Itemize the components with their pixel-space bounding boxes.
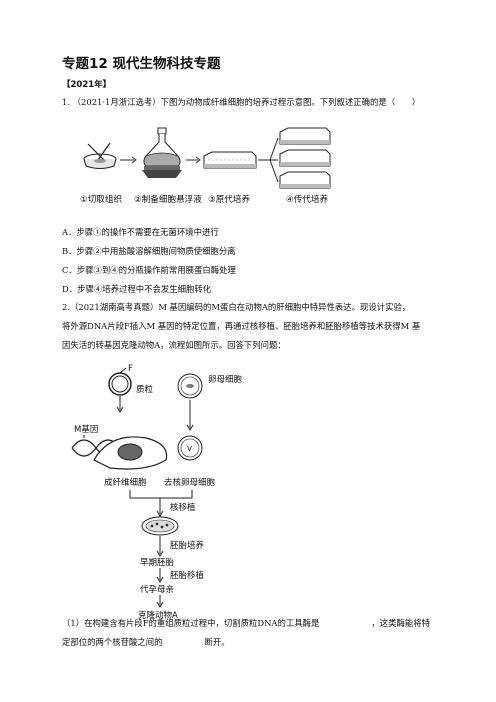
question-2-line-3: 因失活的转基因克隆动物A，流程如图所示。回答下列问题： bbox=[62, 340, 286, 350]
clone-label: 克隆动物A bbox=[138, 610, 178, 621]
question-2-sub-1: （1）在构建含有片段F的重组质粒过程中，切割质粒DNA的工具酶是，这类酶能将特 … bbox=[62, 614, 442, 652]
question-1-stem: 1. （2021·1月浙江选考）下图为动物成纤维细胞的培养过程示意图。下列叙述正… bbox=[62, 94, 442, 110]
option-a: A．步骤①的操作不需要在无菌环境中进行 bbox=[62, 227, 219, 237]
option-b: B．步骤②中用盐酸溶解细胞间物质使细胞分离 bbox=[62, 246, 236, 256]
primary-culture-bottle-icon bbox=[203, 151, 257, 169]
enucleated-egg-icon: v bbox=[177, 435, 203, 461]
option-d: D．步骤④培养过程中不会发生细胞转化 bbox=[62, 284, 212, 294]
question-1-text: （2021·1月浙江选考）下图为动物成纤维细胞的培养过程示意图。下列叙述正确的是… bbox=[72, 97, 421, 107]
surrogate-label: 代孕母亲 bbox=[140, 584, 174, 595]
svg-text:v: v bbox=[187, 444, 192, 454]
figure-cell-culture: ①切取组织 ②制备细胞悬浮液 ③原代培养 ④传代培养 bbox=[80, 127, 331, 205]
question-2-number: 2. bbox=[62, 302, 70, 312]
question-2-stem: 2.（2021湖南高考真题）M 基因编码的M蛋白在动物A的肝细胞中特异性表达。现… bbox=[62, 298, 442, 355]
embryo-transfer-label: 胚胎移植 bbox=[170, 570, 205, 581]
question-2-line-2: 将外源DNA片段F插入M 基因的特定位置，再通过核移植、胚胎培养和胚胎移植等技术… bbox=[62, 321, 421, 331]
sub-1-text-a: （1）在构建含有片段F的重组质粒过程中，切割质粒DNA的工具酶是 bbox=[62, 618, 320, 628]
option-c: C．步骤③到④的分瓶操作前常用胰蛋白酶处理 bbox=[62, 265, 236, 275]
sub-1-text-c: 定部位的两个核苷酸之间的 bbox=[62, 637, 163, 647]
m-gene-label: M基因 bbox=[74, 424, 98, 435]
nuclear-transfer-label: 核移植 bbox=[170, 502, 196, 513]
dish-cutting-icon bbox=[83, 142, 117, 169]
page-title: 专题12 现代生物科技专题 bbox=[62, 56, 221, 72]
step-1-label: ①切取组织 bbox=[80, 193, 122, 205]
year-tag: 【2021年】 bbox=[62, 80, 112, 90]
question-1-number: 1. bbox=[62, 97, 70, 107]
embryo-culture-label: 胚胎培养 bbox=[170, 540, 205, 551]
sub-1-text-b: ，这类酶能将特 bbox=[371, 618, 430, 628]
passage-culture-bottles-icon bbox=[279, 127, 331, 189]
step-4-label: ④传代培养 bbox=[286, 193, 328, 205]
fibroblast-cell-icon bbox=[93, 436, 168, 470]
sub-1-text-d: 断开。 bbox=[204, 637, 230, 647]
early-embryo-label: 早期胚胎 bbox=[140, 557, 175, 568]
egg-label: 卵母细胞 bbox=[208, 374, 243, 385]
plasmid-label: 质粒 bbox=[136, 384, 154, 395]
step-3-label: ③原代培养 bbox=[208, 193, 250, 205]
question-2-line-1: （2021湖南高考真题）M 基因编码的M蛋白在动物A的肝细胞中特异性表达。现设计… bbox=[70, 302, 411, 312]
plasmid-icon bbox=[108, 367, 132, 396]
enucleated-egg-label: 去核卵母细胞 bbox=[164, 477, 216, 488]
f-label: F bbox=[128, 364, 133, 374]
petri-dish-icon bbox=[141, 516, 179, 536]
fibroblast-label: 成纤维细胞 bbox=[104, 477, 147, 488]
figure-cloning-flowchart: F 质粒 M基因 成纤维细胞 卵母细胞 v 去核 bbox=[71, 364, 243, 621]
step-2-label: ②制备细胞悬浮液 bbox=[134, 193, 202, 205]
egg-cell-icon bbox=[177, 373, 203, 399]
flask-suspension-icon bbox=[142, 127, 182, 178]
